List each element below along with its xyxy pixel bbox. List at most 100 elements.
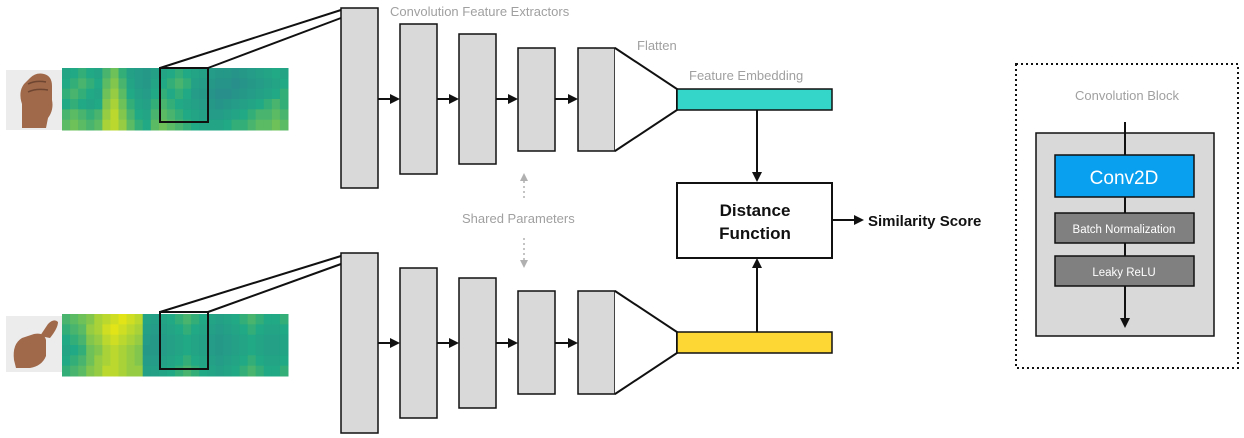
heatmap-cell xyxy=(215,68,224,79)
heatmap-cell xyxy=(239,334,249,346)
heatmap-cell xyxy=(78,88,87,100)
heatmap-cell xyxy=(183,68,192,79)
heatmap-cell xyxy=(207,88,216,100)
heatmap-cell xyxy=(183,324,192,336)
heatmap-cell xyxy=(271,355,281,367)
heatmap-cell xyxy=(231,334,241,346)
heatmap-cell xyxy=(279,119,289,131)
heatmap-cell xyxy=(126,345,136,356)
heatmap-cell xyxy=(86,78,95,90)
heatmap-cell xyxy=(78,365,87,377)
heatmap-cell xyxy=(110,78,119,90)
heatmap-cell xyxy=(247,119,257,131)
heatmap-cell xyxy=(158,345,168,356)
heatmap-cell xyxy=(247,334,257,346)
heatmap-cell xyxy=(223,345,232,356)
heatmap-cell xyxy=(271,119,281,131)
heatmap-cell xyxy=(271,314,281,325)
heatmap-cell xyxy=(199,314,208,325)
heatmap-cell xyxy=(175,314,184,325)
heatmap-cell xyxy=(191,314,200,325)
heatmap-cell xyxy=(263,345,273,356)
heatmap-cell xyxy=(199,334,208,346)
heatmap-cell xyxy=(239,365,249,377)
heatmap-cell xyxy=(279,334,289,346)
heatmap-cell xyxy=(94,334,103,346)
heatmap-cell xyxy=(94,88,103,100)
top-projection-line-1 xyxy=(159,9,342,69)
bottom-projection-line-1 xyxy=(159,255,342,313)
heatmap-cell xyxy=(70,68,79,79)
distance-label-line1: Distance xyxy=(720,201,791,220)
heatmap-cell xyxy=(158,109,168,121)
heatmap-cell xyxy=(199,324,208,336)
heatmap-cell xyxy=(175,99,184,110)
heatmap-cell xyxy=(239,345,249,356)
heatmap-cell xyxy=(183,334,192,346)
heatmap-cell xyxy=(150,355,160,367)
heatmap-cell xyxy=(183,88,192,100)
heatmap-cell xyxy=(126,324,136,336)
heatmap-cell xyxy=(126,365,136,377)
top-flatten-funnel xyxy=(614,47,678,152)
heatmap-cell xyxy=(207,119,216,131)
thumb-hand-photo xyxy=(6,316,62,372)
heatmap-cell xyxy=(78,68,87,79)
heatmap-cell xyxy=(255,68,265,79)
top-input-heatmap xyxy=(62,68,289,131)
heatmap-cell xyxy=(166,355,176,367)
heatmap-cell xyxy=(263,355,273,367)
heatmap-cell xyxy=(70,334,79,346)
heatmap-cell xyxy=(263,324,273,336)
heatmap-cell xyxy=(150,78,160,90)
heatmap-cell xyxy=(150,365,160,377)
heatmap-cell xyxy=(94,68,103,79)
heatmap-cell xyxy=(247,365,257,377)
heatmap-cell xyxy=(279,109,289,121)
heatmap-cell xyxy=(118,109,128,121)
top-branch xyxy=(6,7,833,189)
bottom-conv-layer-4 xyxy=(517,290,556,395)
heatmap-cell xyxy=(207,99,216,110)
heatmap-cell xyxy=(191,345,200,356)
bottom-projection-line-2 xyxy=(207,263,342,313)
heatmap-cell xyxy=(175,345,184,356)
heatmap-cell xyxy=(118,99,128,110)
heatmap-cell xyxy=(215,109,224,121)
shared-parameters-label: Shared Parameters xyxy=(462,211,575,226)
heatmap-cell xyxy=(191,88,200,100)
heatmap-cell xyxy=(199,78,208,90)
heatmap-cell xyxy=(191,334,200,346)
heatmap-cell xyxy=(223,314,232,325)
heatmap-cell xyxy=(94,119,103,131)
bottom-flatten-funnel xyxy=(614,290,678,395)
heatmap-cell xyxy=(207,355,216,367)
heatmap-cell xyxy=(231,365,241,377)
heatmap-cell xyxy=(126,68,136,79)
heatmap-cell xyxy=(78,345,87,356)
heatmap-cell xyxy=(118,78,128,90)
heatmap-cell xyxy=(183,365,192,377)
heatmap-cell xyxy=(263,314,273,325)
heatmap-cell xyxy=(191,99,200,110)
heatmap-cell xyxy=(118,334,128,346)
heatmap-cell xyxy=(279,345,289,356)
heatmap-cell xyxy=(255,99,265,110)
heatmap-cell xyxy=(166,99,176,110)
heatmap-cell xyxy=(110,355,119,367)
heatmap-cell xyxy=(110,334,119,346)
bottom-receptive-field xyxy=(159,311,209,370)
heatmap-cell xyxy=(255,365,265,377)
heatmap-cell xyxy=(78,314,87,325)
heatmap-cell xyxy=(271,365,281,377)
heatmap-cell xyxy=(166,334,176,346)
heatmap-cell xyxy=(118,119,128,131)
heatmap-cell xyxy=(263,109,273,121)
heatmap-cell xyxy=(142,355,152,367)
convolution-block-legend: Convolution Block Conv2D Batch Normaliza… xyxy=(1015,63,1239,369)
heatmap-cell xyxy=(102,345,111,356)
heatmap-cell xyxy=(263,334,273,346)
heatmap-cell xyxy=(239,78,249,90)
heatmap-cell xyxy=(166,109,176,121)
heatmap-cell xyxy=(263,365,273,377)
